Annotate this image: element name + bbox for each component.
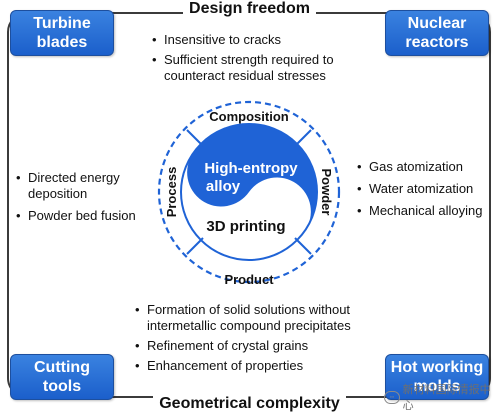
wechat-icon: ◦◦ bbox=[384, 390, 400, 404]
3d-printing-label: 3D printing bbox=[206, 218, 285, 235]
list-item: Powder bed fusion bbox=[16, 208, 166, 224]
ring-divider bbox=[186, 237, 204, 255]
watermark-text: 新材料国际情报中心 bbox=[402, 384, 491, 412]
powder-label: Powder bbox=[319, 169, 334, 216]
list-item: Sufficient strength required to countera… bbox=[152, 52, 382, 84]
list-item: Formation of solid solutions without int… bbox=[135, 302, 385, 334]
list-item: Enhancement of properties bbox=[135, 358, 385, 374]
ring-divider bbox=[186, 129, 204, 147]
product-label: Product bbox=[224, 272, 274, 287]
high-entropy-alloy-line2: alloy bbox=[206, 178, 241, 195]
design-freedom-label: Design freedom bbox=[183, 0, 316, 17]
high-entropy-alloy-line1: High-entropy bbox=[204, 160, 298, 177]
list-item: Mechanical alloying bbox=[357, 203, 497, 219]
geometrical-complexity-label: Geometrical complexity bbox=[153, 395, 346, 412]
process-label: Process bbox=[164, 167, 179, 218]
ring-divider bbox=[294, 129, 312, 147]
list-item: Water atomization bbox=[357, 181, 497, 197]
list-item: Refinement of crystal grains bbox=[135, 338, 385, 354]
list-item: Directed energy deposition bbox=[16, 170, 166, 202]
yin-yang-shape bbox=[187, 124, 317, 232]
watermark: ◦◦ 新材料国际情报中心 bbox=[384, 381, 499, 413]
composition-label: Composition bbox=[209, 109, 288, 124]
geometrical-complexity-title: Geometrical complexity bbox=[0, 395, 499, 413]
powder-list: Gas atomization Water atomization Mechan… bbox=[357, 159, 497, 225]
product-list: Formation of solid solutions without int… bbox=[135, 302, 385, 378]
design-freedom-title: Design freedom bbox=[0, 0, 499, 18]
ring-divider bbox=[294, 237, 312, 255]
list-item: Insensitive to cracks bbox=[152, 32, 382, 48]
process-list: Directed energy deposition Powder bed fu… bbox=[16, 170, 166, 230]
list-item: Gas atomization bbox=[357, 159, 497, 175]
design-freedom-list: Insensitive to cracks Sufficient strengt… bbox=[152, 32, 382, 88]
